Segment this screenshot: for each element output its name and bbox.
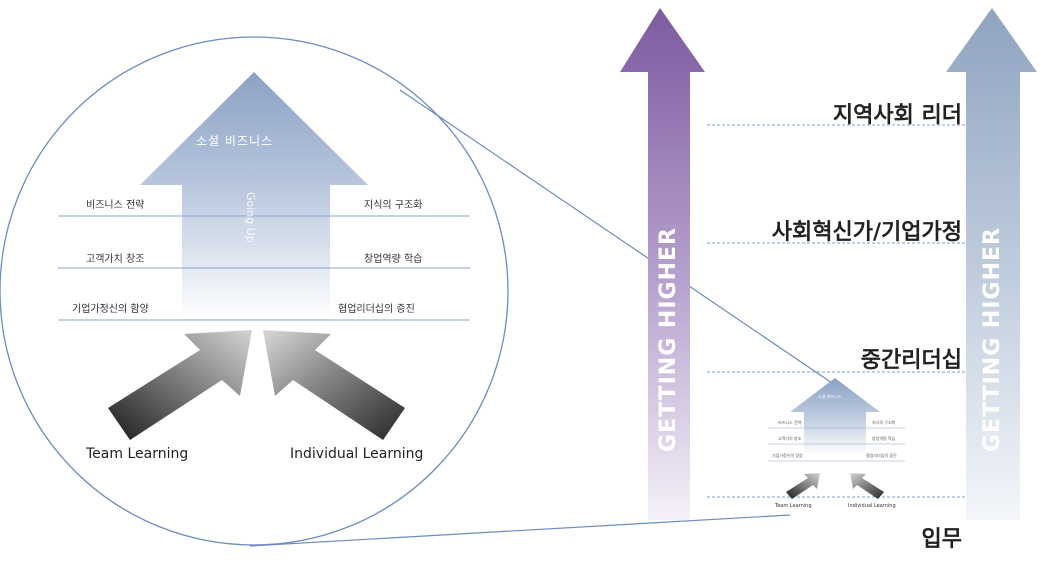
level-community-leader: 지역사회 리더 xyxy=(832,103,962,128)
going-up-arrow xyxy=(140,72,368,320)
mini-row-2-left: 고객가치 창조 xyxy=(778,436,802,441)
level-social-innovator: 사회혁신가/기업가정 xyxy=(771,220,962,245)
row-2-left: 고객가치 창조 xyxy=(86,254,145,265)
individual-learning-arrow xyxy=(263,330,405,440)
mini-team-label: Team Learning xyxy=(775,503,812,509)
purple-higher-arrow xyxy=(620,8,705,520)
mini-row-1-right: 지식의 구조화 xyxy=(872,420,896,425)
row-2-right: 창업역량 학습 xyxy=(364,254,423,265)
mini-row-3-right: 협업리더십의 증진 xyxy=(866,453,897,458)
zoom-circle xyxy=(0,36,509,546)
zoom-line-bottom xyxy=(249,514,791,547)
row-3-left: 기업가정신의 함양 xyxy=(72,304,149,315)
getting-higher-left: GETTING HIGHER xyxy=(656,227,681,453)
mini-team-arrow xyxy=(786,473,820,499)
mini-row-2-right: 창업역량 학습 xyxy=(872,436,896,441)
social-business-label: 소셜 비즈니스 xyxy=(196,134,274,148)
mini-individual-label: Individual Learning xyxy=(848,503,896,509)
blue-higher-arrow xyxy=(946,8,1037,520)
mini-top-label: 소셜 비즈니스 xyxy=(818,394,842,399)
going-up-label: Going Up xyxy=(244,192,257,243)
row-1-left: 비즈니스 전략 xyxy=(86,200,145,211)
mini-row-3-left: 기업가정신의 함양 xyxy=(772,453,803,458)
mini-row-1-left: 비즈니스 전략 xyxy=(778,420,802,425)
getting-higher-right: GETTING HIGHER xyxy=(980,227,1005,453)
zoom-line-top xyxy=(399,89,836,386)
row-1-right: 지식의 구조화 xyxy=(364,200,423,211)
row-3-right: 협업리더십의 증진 xyxy=(338,304,415,315)
mini-up-arrow xyxy=(790,378,880,455)
team-learning-arrow xyxy=(108,330,252,440)
mini-individual-arrow xyxy=(850,473,884,499)
team-learning-label: Team Learning xyxy=(86,446,189,462)
level-entry: 입무 xyxy=(921,527,962,552)
individual-learning-label: Individual Learning xyxy=(290,446,424,462)
level-middle-leadership: 중간리더십 xyxy=(860,348,962,373)
